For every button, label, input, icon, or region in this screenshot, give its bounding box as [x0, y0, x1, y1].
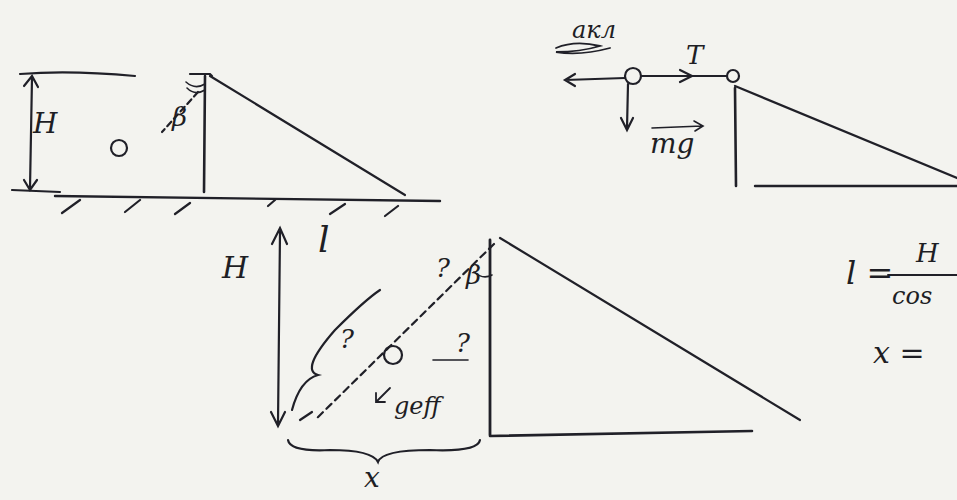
- incline-sketch-left: [12, 72, 440, 216]
- formula-sketch: [888, 274, 957, 276]
- unknown-mark: ?: [436, 255, 450, 281]
- formula-text: H: [916, 240, 939, 266]
- formula-text: x =: [873, 338, 925, 368]
- unknown-mark: ?: [340, 326, 354, 352]
- dimension-label: H: [33, 110, 57, 138]
- dimension-label: x: [364, 464, 380, 492]
- incline-geff-sketch: [271, 228, 800, 462]
- angle-label: β: [466, 262, 481, 288]
- formula-text: l =: [846, 257, 893, 289]
- unknown-mark: ?: [456, 330, 470, 356]
- dimension-label: H: [222, 253, 248, 283]
- pendulum-force-sketch: [556, 43, 957, 186]
- effective-gravity-label: geff: [394, 394, 441, 418]
- length-label: l: [318, 222, 330, 258]
- tension-label: T: [686, 42, 703, 68]
- angle-label: β: [172, 104, 187, 130]
- force-label: mg: [650, 130, 694, 158]
- formula-text: cos: [892, 284, 932, 308]
- acceleration-label: aкл: [572, 18, 616, 42]
